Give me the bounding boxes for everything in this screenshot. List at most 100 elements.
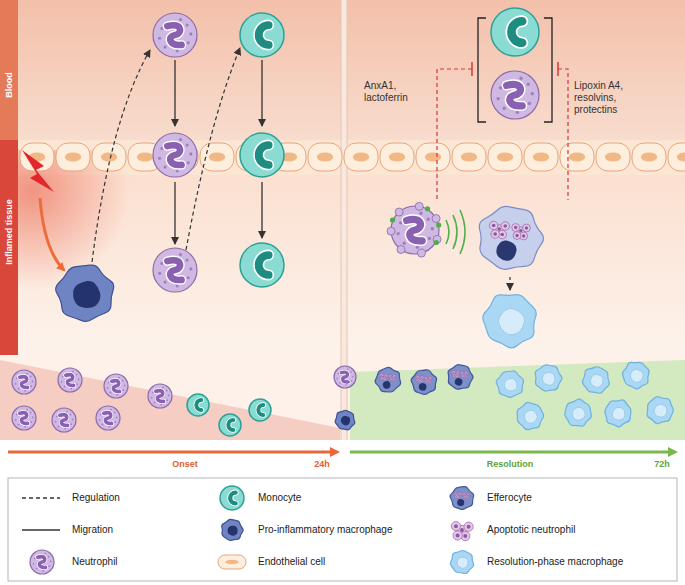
cell-membrane [96, 406, 120, 430]
resolution-macrophage [622, 362, 649, 389]
legend-box [8, 478, 677, 581]
legend-label: Apoptotic neutrophil [487, 524, 575, 536]
cell-membrane [344, 143, 378, 171]
granule [397, 232, 400, 235]
proinflammatory-macrophage [222, 519, 243, 540]
granule [116, 417, 118, 419]
cell-membrane [450, 550, 473, 573]
neutrophil [491, 71, 539, 119]
neutrophil [153, 248, 197, 292]
cell-membrane [222, 519, 243, 540]
side-label: Inflamed tissue [3, 172, 15, 292]
granule [116, 394, 118, 396]
cell-membrane [416, 143, 450, 171]
granule [30, 421, 32, 423]
apoptotic-body [417, 379, 420, 382]
membrane-bleb [415, 202, 423, 210]
resolution-wedge [350, 360, 685, 440]
apoptotic-body [389, 377, 392, 380]
neutrophil [96, 406, 120, 430]
nucleus [112, 381, 120, 392]
apoptotic-neutrophil [512, 224, 531, 240]
nuclear-fragment [459, 496, 460, 497]
cell-membrane [240, 133, 284, 177]
nuclear-fragment [462, 375, 463, 376]
nuclear-fragment [466, 497, 467, 498]
nuclear-fragment [426, 377, 427, 378]
apoptotic-body [491, 230, 499, 238]
nuclear-fragment [460, 493, 461, 494]
cell-membrane [632, 143, 666, 171]
efferocyte [411, 370, 436, 395]
resolution-macrophage [583, 367, 610, 394]
regulation-sample [22, 497, 60, 498]
apoptotic-neutrophil [389, 374, 396, 380]
membrane-bleb [387, 227, 395, 235]
bracket [478, 18, 486, 122]
nuclear-fragment [421, 377, 422, 378]
cell-membrane [491, 71, 539, 119]
granule [431, 227, 434, 230]
granule [166, 399, 168, 401]
granule [24, 390, 26, 392]
apoptotic-body [457, 371, 460, 374]
granule [162, 387, 164, 389]
cell-membrane [452, 143, 486, 171]
nucleus [383, 381, 391, 389]
eat-me-signal [425, 206, 430, 211]
endothelial-cell [92, 143, 126, 171]
granule [154, 402, 156, 404]
neutrophil [148, 384, 172, 408]
nucleus [425, 153, 441, 162]
apoptotic-neutrophil [463, 493, 470, 499]
nucleus [407, 219, 423, 241]
cell-membrane [583, 367, 610, 394]
granule [70, 423, 72, 425]
nuclear-fragment [454, 375, 455, 376]
cell-membrane [335, 410, 355, 430]
granule [44, 553, 46, 555]
apoptotic-body [467, 493, 470, 496]
annotation-label: Lipoxin A4, resolvins, protectins [574, 80, 650, 116]
apoptotic-body [451, 522, 460, 531]
nucleus [167, 145, 181, 165]
granule [30, 376, 32, 378]
granule [64, 428, 66, 430]
endothelial-cell [488, 143, 522, 171]
cell-membrane [560, 143, 594, 171]
nuclear-fragment [463, 534, 467, 538]
nuclear-fragment [492, 224, 496, 228]
apoptotic-body [381, 377, 384, 380]
apoptotic-neutrophil [455, 492, 462, 498]
nucleus [228, 526, 238, 536]
granule [497, 97, 500, 100]
granule [416, 246, 419, 249]
granule [110, 392, 112, 394]
neutrophil [153, 13, 197, 57]
nucleus [38, 557, 46, 568]
efferocyte [450, 487, 474, 510]
cell-membrane [596, 143, 630, 171]
nucleus [497, 153, 513, 162]
apoptotic-body [416, 375, 419, 378]
granule [99, 419, 101, 421]
inhibition-line [437, 69, 472, 200]
granule [179, 138, 182, 141]
nucleus [605, 153, 621, 162]
signal-arrow [40, 198, 64, 270]
apoptotic-neutrophil [489, 221, 509, 239]
nucleus-rim [60, 415, 68, 426]
granule [427, 218, 430, 221]
apoptotic-neutrophil [380, 373, 388, 380]
cell-membrane [496, 371, 523, 397]
granule [352, 376, 354, 378]
lightning-bolt [22, 150, 54, 192]
nuclear-fragment [384, 378, 385, 379]
nucleus [612, 407, 625, 420]
nuclear-fragment [503, 224, 507, 228]
nucleus-rim [507, 84, 523, 106]
legend-label: Neutrophil [72, 556, 118, 568]
cell-membrane [12, 406, 36, 430]
nucleus [533, 153, 549, 162]
resolution-macrophage [605, 400, 631, 427]
